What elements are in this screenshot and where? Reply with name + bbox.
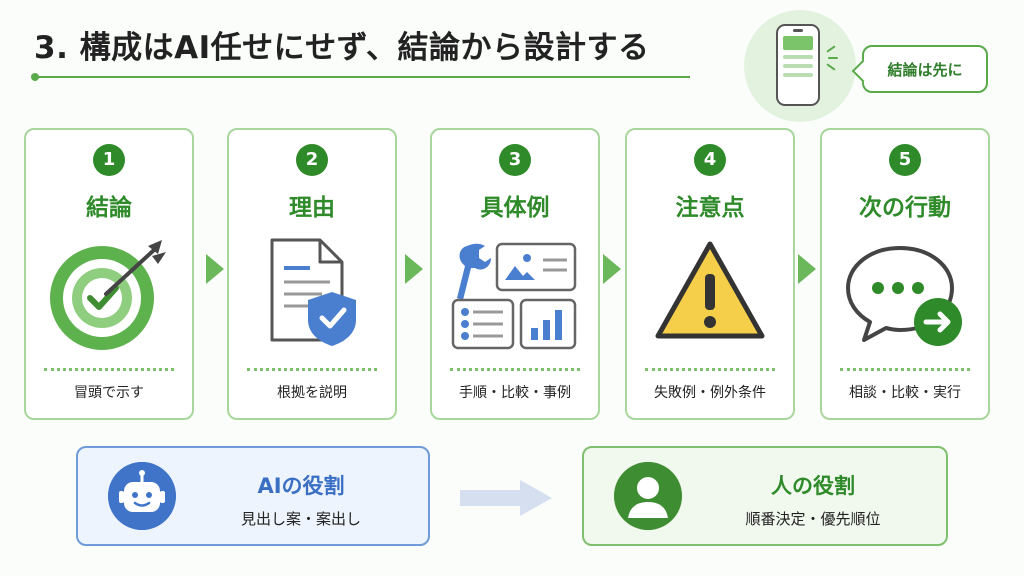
human-role-title: 人の役割 xyxy=(771,474,855,498)
arrow-right-icon xyxy=(206,254,224,284)
human-role-box: 人の役割 順番決定・優先順位 xyxy=(582,446,948,546)
step-title: 注意点 xyxy=(675,195,745,221)
underline-dot xyxy=(31,73,39,81)
title-underline xyxy=(34,76,690,78)
arrow-right-icon xyxy=(405,254,423,284)
arrow-right-icon xyxy=(798,254,816,284)
speech-bubble: 結論は先に xyxy=(862,45,988,93)
target-check-icon xyxy=(50,240,166,350)
step-title: 結論 xyxy=(86,195,132,221)
step-description: 失敗例・例外条件 xyxy=(654,385,766,401)
step-number: 1 xyxy=(93,144,125,176)
warning-icon xyxy=(655,241,765,339)
step-number: 2 xyxy=(296,144,328,176)
step-number: 3 xyxy=(499,144,531,176)
ai-role-description: 見出し案・案出し xyxy=(240,510,361,528)
robot-icon xyxy=(108,462,176,530)
step-description: 手順・比較・事例 xyxy=(459,385,571,401)
step-title: 理由 xyxy=(289,195,335,221)
human-role-description: 順番決定・優先順位 xyxy=(745,510,881,528)
page-title: 3. 構成はAI任せにせず、結論から設計する xyxy=(34,30,650,66)
ai-role-title: AIの役割 xyxy=(257,474,345,498)
step-description: 冒頭で示す xyxy=(74,385,144,401)
step-title: 具体例 xyxy=(480,195,550,221)
step-card-cautions: 4 注意点 失敗例・例外条件 xyxy=(625,128,795,420)
step-card-conclusion: 1 結論 冒頭で示す xyxy=(24,128,194,420)
step-card-reason: 2 理由 根拠を説明 xyxy=(227,128,397,420)
ai-role-box: AIの役割 見出し案・案出し xyxy=(76,446,430,546)
step-card-next-action: 5 次の行動 相談・比較・実行 xyxy=(820,128,990,420)
step-description: 根拠を説明 xyxy=(277,385,347,401)
arrow-right-icon xyxy=(603,254,621,284)
step-description: 相談・比較・実行 xyxy=(849,385,961,401)
person-icon xyxy=(614,462,682,530)
step-title: 次の行動 xyxy=(859,195,951,221)
examples-collage-icon xyxy=(451,242,577,350)
step-number: 5 xyxy=(889,144,921,176)
chat-arrow-icon xyxy=(846,246,962,346)
step-card-examples: 3 具体例 手順・比較・事例 xyxy=(430,128,600,420)
smartphone-icon xyxy=(776,24,820,106)
arrow-right-icon xyxy=(460,480,552,516)
document-shield-icon xyxy=(270,238,356,346)
step-number: 4 xyxy=(694,144,726,176)
